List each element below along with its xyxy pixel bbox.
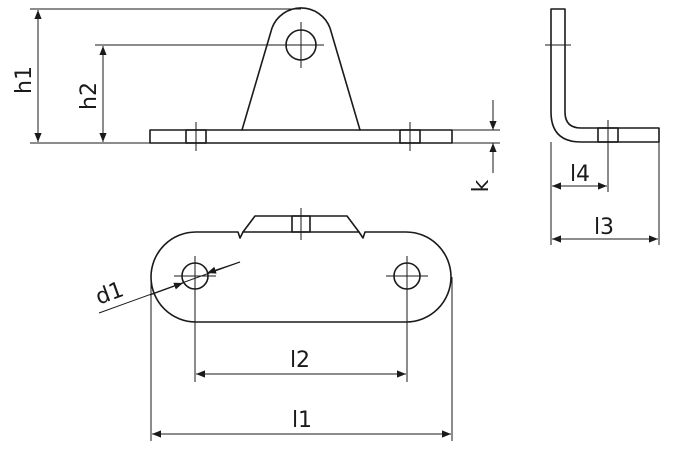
l4-label: l4 bbox=[570, 162, 590, 187]
front-view: h1 h2 k bbox=[12, 7, 500, 192]
k-label: k bbox=[469, 179, 494, 192]
d1-label: d1 bbox=[92, 277, 127, 310]
l3-label: l3 bbox=[594, 215, 614, 240]
side-angle-profile bbox=[550, 8, 660, 143]
l1-label: l1 bbox=[292, 408, 312, 433]
top-view: d1 l2 l1 bbox=[92, 208, 453, 441]
l2-label: l2 bbox=[290, 348, 310, 373]
h1-label: h1 bbox=[12, 66, 37, 94]
front-base-plate bbox=[149, 129, 453, 144]
top-plate-outline bbox=[150, 231, 452, 323]
h2-label: h2 bbox=[77, 82, 102, 110]
side-view: l4 l3 bbox=[545, 8, 660, 245]
front-lug bbox=[241, 7, 361, 131]
top-lug-section bbox=[242, 215, 360, 233]
